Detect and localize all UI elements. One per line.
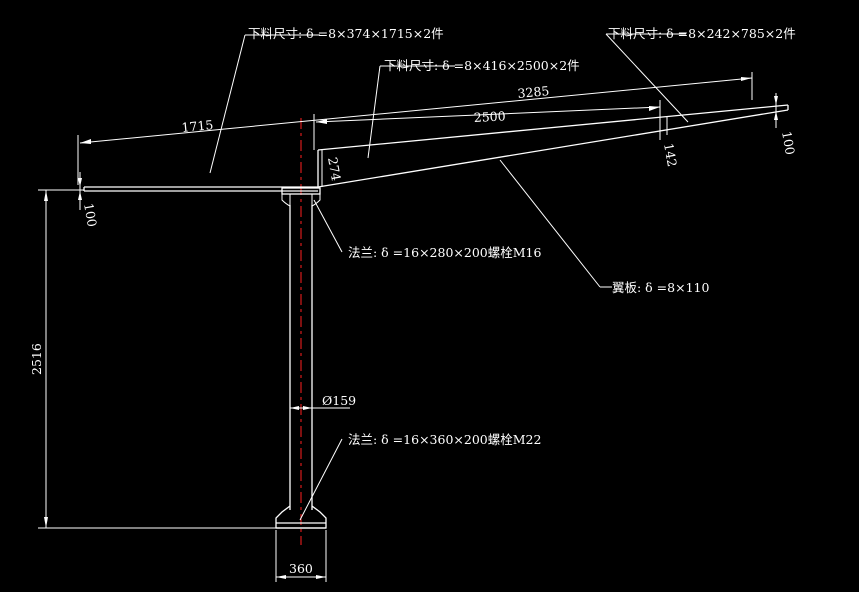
- label-cut2: 下料尺寸: δ =8×416×2500×2件: [384, 58, 580, 73]
- dim-100-right: 100: [779, 130, 798, 156]
- leader-cut1: [209, 34, 246, 174]
- dim-100-left: 100: [81, 202, 100, 228]
- dim-dia159: Ø159: [322, 393, 356, 408]
- label-cut3: 下料尺寸: δ =8×242×785×2件: [608, 26, 796, 41]
- dim-360: 360: [289, 561, 313, 576]
- top-flange-ribs: [281, 194, 321, 207]
- dim-142: 142: [661, 142, 680, 168]
- base-flange: [275, 505, 327, 529]
- dim-2500: 2500: [473, 108, 506, 125]
- leader-lines: [209, 33, 689, 521]
- leader-cut2: [367, 65, 381, 159]
- label-flange-top: 法兰: δ =16×280×200螺栓M16: [348, 245, 541, 260]
- dim-1715: 1715: [181, 117, 214, 135]
- label-wing-plate: 翼板: δ =8×110: [612, 280, 709, 295]
- right-arm-top: [317, 104, 789, 151]
- dim-2516: 2516: [29, 343, 44, 375]
- dim-274: 274: [325, 156, 344, 182]
- label-cut1: 下料尺寸: δ =8×374×1715×2件: [248, 26, 444, 41]
- dimension-lines: [38, 72, 778, 582]
- dim-line-3285: [79, 77, 753, 144]
- right-arm-bottom: [317, 109, 789, 188]
- leader-flange-top: [313, 199, 343, 253]
- label-flange-bottom: 法兰: δ =16×360×200螺栓M22: [348, 432, 541, 447]
- dim-3285: 3285: [517, 83, 550, 101]
- column: [289, 118, 313, 545]
- canopy-beam: [83, 104, 789, 192]
- leader-cut3: [605, 33, 689, 123]
- leader-wing: [499, 159, 601, 288]
- leader-flange-bottom: [299, 438, 343, 521]
